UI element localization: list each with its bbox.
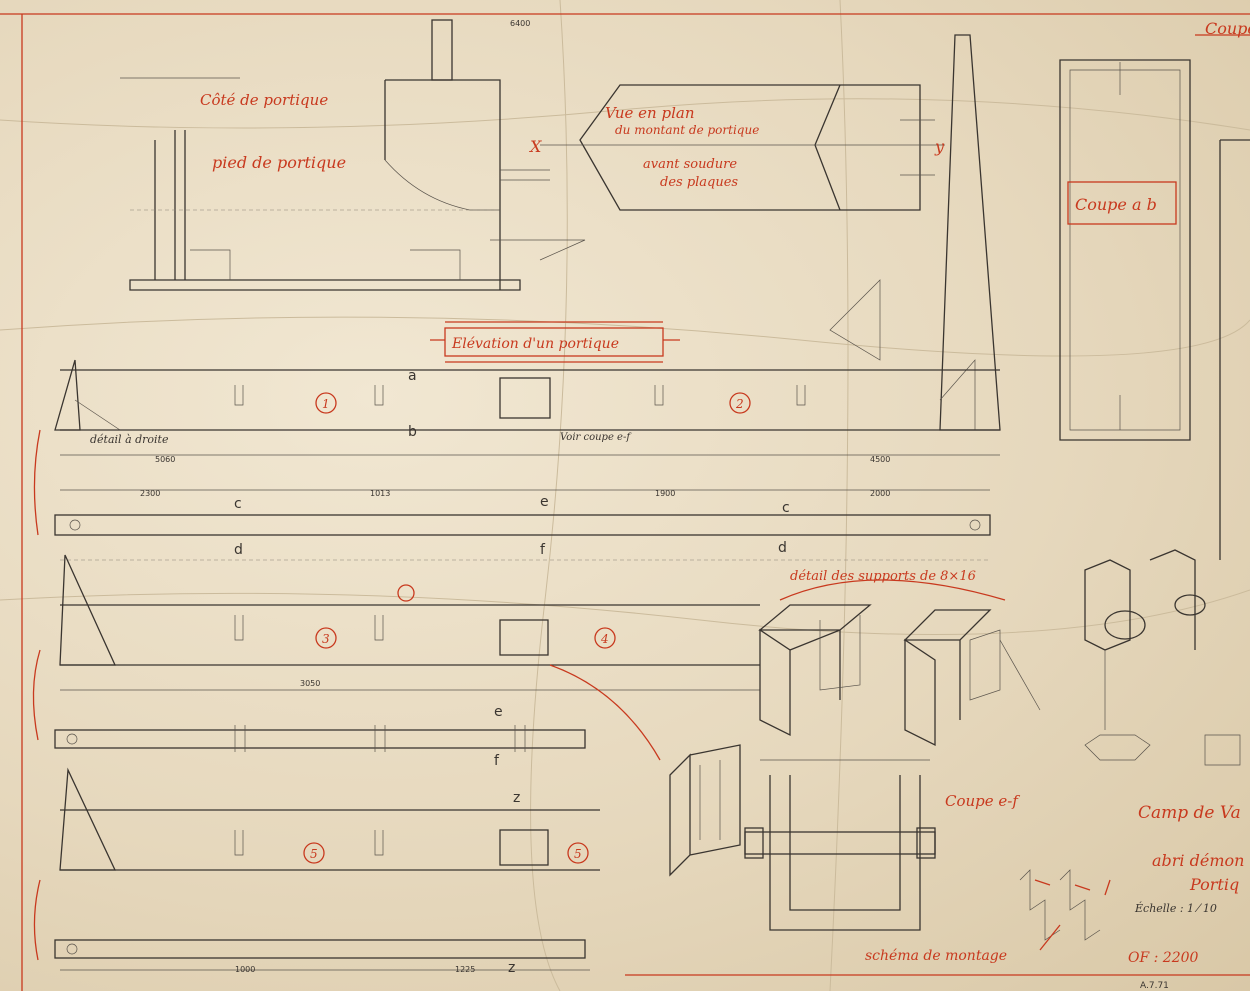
label-detail-a-droite: détail à droite bbox=[90, 433, 169, 446]
marker-e: e bbox=[540, 494, 549, 510]
circled-1: 1 bbox=[322, 397, 330, 411]
marker-a: a bbox=[408, 368, 417, 384]
marker-f-lower: f bbox=[494, 753, 500, 769]
marker-x: X bbox=[528, 137, 542, 156]
marker-e-lower: e bbox=[494, 704, 503, 720]
of-number: OF : 2200 bbox=[1128, 950, 1199, 966]
label-coupe-ab: Coupe a b bbox=[1075, 195, 1157, 214]
dim-1225: 1225 bbox=[455, 965, 475, 974]
label-schema-montage: schéma de montage bbox=[865, 948, 1007, 964]
label-vue-en-plan-1: Vue en plan bbox=[605, 104, 695, 122]
supports-isometric bbox=[758, 579, 1041, 747]
circled-4: 4 bbox=[600, 632, 609, 646]
scale-note: Échelle : 1 ⁄ 10 bbox=[1134, 901, 1217, 915]
label-vue-en-plan-2: du montant de portique bbox=[615, 123, 759, 137]
marker-c-left: c bbox=[234, 496, 242, 512]
plate-detail bbox=[549, 664, 741, 877]
circled-2: 2 bbox=[735, 397, 744, 411]
dim-5060: 5060 bbox=[155, 455, 175, 464]
label-detail-supports: détail des supports de 8×16 bbox=[790, 569, 976, 584]
label-avant-soudure-1: avant soudure bbox=[643, 157, 737, 172]
label-cote-portique: Côté de portique bbox=[200, 91, 328, 109]
red-border bbox=[0, 13, 1250, 991]
dim-1000: 1000 bbox=[235, 965, 255, 974]
title-line-3: Portiq bbox=[1189, 875, 1239, 894]
circled-3: 3 bbox=[322, 632, 330, 646]
beam-ef bbox=[54, 725, 586, 752]
label-elevation: Elévation d'un portique bbox=[451, 336, 619, 352]
vue-en-plan-montant bbox=[540, 84, 945, 211]
circled-number-markers bbox=[303, 392, 751, 864]
marker-b: b bbox=[408, 424, 417, 440]
label-avant-soudure-2: des plaques bbox=[660, 175, 738, 190]
circled-5b: 5 bbox=[574, 847, 582, 861]
beam-cd bbox=[54, 489, 991, 561]
beam-bottom bbox=[54, 939, 590, 971]
marker-d-right: d bbox=[778, 540, 787, 556]
dim-6400: 6400 bbox=[510, 19, 530, 28]
top-right-coupe-label: Coupe bbox=[1205, 19, 1250, 38]
circled-5a: 5 bbox=[310, 847, 318, 861]
right-post-elevation bbox=[829, 34, 1250, 560]
dim-3050: 3050 bbox=[300, 679, 320, 688]
side-arrows bbox=[32, 429, 41, 961]
right-isometric-posts bbox=[1084, 549, 1241, 766]
marker-z-bottom: z bbox=[508, 960, 515, 976]
label-coupe-ef: Coupe e-f bbox=[945, 792, 1020, 810]
label-pied-portique: pied de portique bbox=[212, 153, 346, 172]
elevation-row-1 bbox=[54, 359, 1000, 456]
red-label-boxes bbox=[430, 34, 1250, 363]
dim-2000: 2000 bbox=[870, 489, 890, 498]
cote-portique-detail bbox=[120, 19, 586, 291]
marker-c-right: c bbox=[782, 500, 790, 516]
elevation-row-5 bbox=[59, 767, 600, 871]
dim-2300-a: 2300 bbox=[140, 489, 160, 498]
marker-f: f bbox=[540, 542, 546, 558]
dim-1013: 1013 bbox=[370, 489, 390, 498]
label-voir-coupe: Voir coupe e-f bbox=[560, 432, 632, 443]
title-line-1: Camp de Va bbox=[1138, 803, 1241, 823]
marker-d-left: d bbox=[234, 542, 243, 558]
dim-4500: 4500 bbox=[870, 455, 890, 464]
marker-y: y bbox=[934, 137, 945, 156]
marker-z-top: z bbox=[513, 790, 520, 806]
title-line-2: abri démon bbox=[1152, 851, 1244, 870]
dim-1900: 1900 bbox=[655, 489, 675, 498]
schema-montage bbox=[1019, 869, 1111, 951]
drawing-date: A.7.71 bbox=[1140, 981, 1169, 991]
elevation-row-3-4 bbox=[59, 554, 760, 691]
coupe-ef-section bbox=[744, 759, 936, 931]
